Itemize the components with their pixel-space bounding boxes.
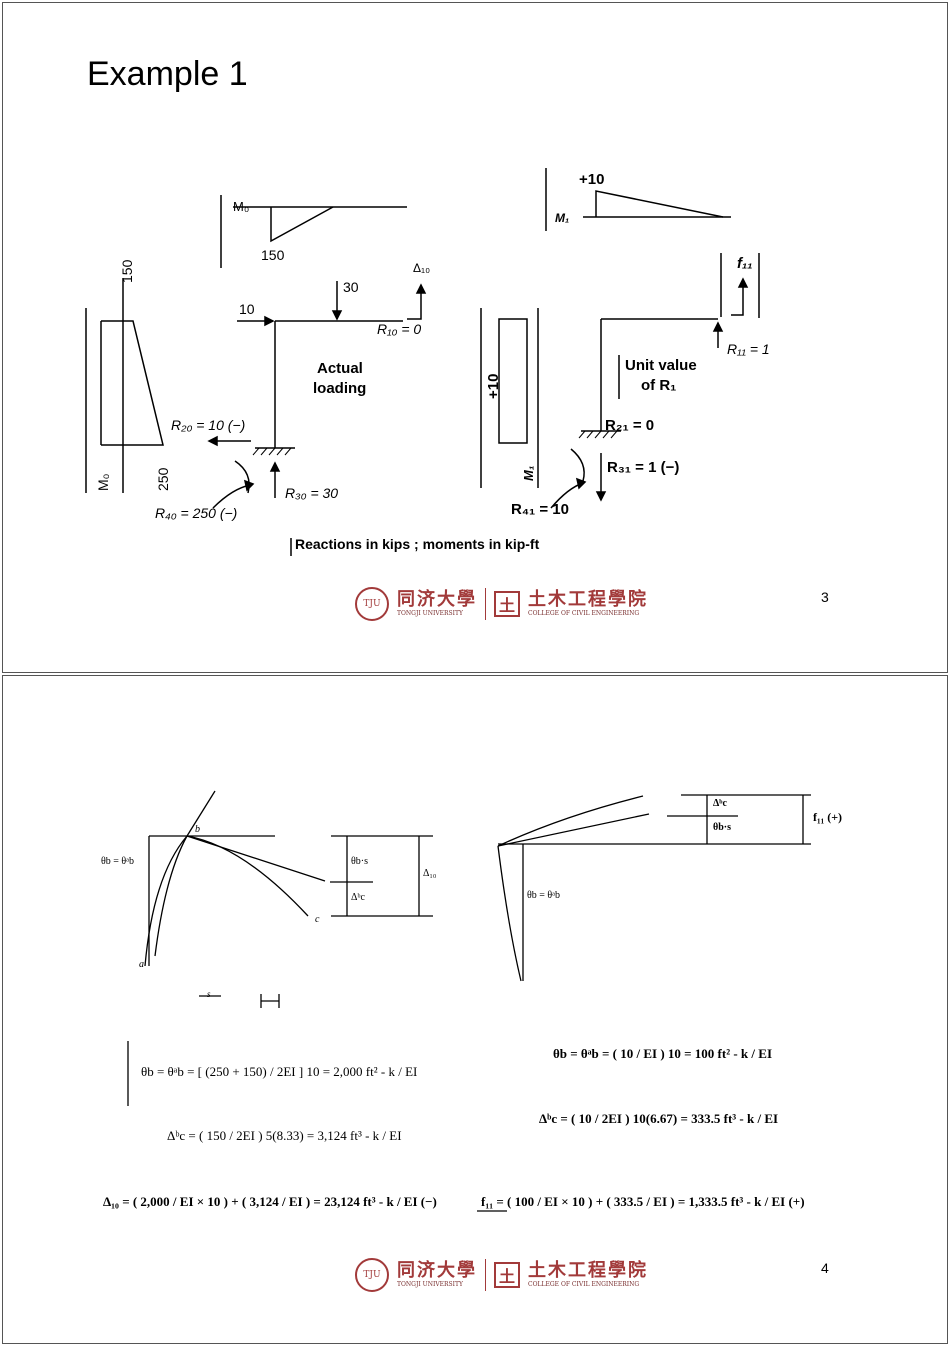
actual-label: Actual [317,360,363,377]
point-c-label: c [315,914,320,925]
r11-label: R₁₁ = 1 [727,341,770,357]
footer-logo: TJU 同济大學 TONGJI UNIVERSITY 土 土木工程學院 COLL… [355,1258,648,1292]
deflected-beam [497,795,644,847]
delta-cb-label: Δᵇc [351,892,365,903]
caption: Reactions in kips ; moments in kip-ft [295,536,540,552]
load-30-label: 30 [343,279,359,295]
university-name: 同济大學 TONGJI UNIVERSITY [397,589,477,618]
moment-trapezoid [101,320,164,446]
equation-delta10: Δ₁₀ = ( 2,000 / EI × 10 ) + ( 3,124 / EI… [103,1194,437,1209]
page-number: 4 [821,1260,829,1276]
delta-cb-right-label: Δᵇc [713,798,727,809]
delta10-label: Δ₁₀ [423,868,437,879]
theta-s-right-label: θb·s [713,822,732,833]
r21-label: R₂₁ = 0 [605,417,655,434]
moment-triangle [595,190,724,218]
point-a-label: a [139,959,144,970]
m0-left-value: 150 [119,259,135,283]
loading-label: loading [313,380,367,397]
s-label: s [207,989,211,999]
college-name: 土木工程學院 COLLEGE OF CIVIL ENGINEERING [528,1260,648,1289]
tangent-line [186,835,326,882]
load-10-label: 10 [239,301,255,317]
r31-label: R₃₁ = 1 (−) [607,459,680,476]
m0-top-value: 150 [261,247,285,263]
tangent-line [186,790,216,837]
f11-arrow [731,281,744,316]
tongji-seal-icon: TJU [355,1258,389,1292]
tangent-line [497,813,650,847]
theta-b-right-label: θb = θᵃb [527,890,560,901]
f11-label: f₁₁ [737,255,753,272]
f11-right-label: f₁₁ (+) [813,810,843,824]
logo-divider [485,1259,486,1291]
r40-label: R₄₀ = 250 (−) [155,505,238,521]
r20-label: R₂₀ = 10 (−) [171,417,246,433]
footer-logo: TJU 同济大學 TONGJI UNIVERSITY 土 土木工程學院 COLL… [355,587,648,621]
moment-rect [498,318,528,444]
r10-label: R₁₀ = 0 [377,321,422,337]
page-number: 3 [821,589,829,605]
equation-theta-b-left: θb = θᵃb = [ (250 + 150) / 2EI ] 10 = 2,… [141,1064,418,1079]
logo-divider [485,588,486,620]
university-name: 同济大學 TONGJI UNIVERSITY [397,1260,477,1289]
college-icon: 土 [494,591,520,617]
theta-b-label: θb = θᵃb [101,856,134,867]
slide-title: Example 1 [87,55,248,93]
delta10-label: Δ₁₀ [413,261,431,275]
m0-left-label: M₀ [95,473,111,491]
moment-arrow [570,448,585,482]
equation-delta-cb-right: Δᵇc = ( 10 / 2EI ) 10(6.67) = 333.5 ft³ … [539,1111,779,1126]
r30-label: R₃₀ = 30 [285,485,339,501]
deflected-column [144,835,188,967]
m1-left-label: M₁ [521,465,536,481]
deflected-column [497,845,522,982]
r41-label: R₄₁ = 10 [511,501,569,518]
tongji-seal-icon: TJU [355,587,389,621]
equation-theta-b-right: θb = θᵃb = ( 10 / EI ) 10 = 100 ft² - k … [553,1046,773,1061]
slide-4: b a c θb = θᵃb θb·s Δᵇc Δ₁₀ s θb = θᵃb Δ… [2,675,948,1344]
deflection-diagram [127,790,811,1212]
point-b-label: b [195,824,200,835]
of-r1-label: of R₁ [641,377,677,394]
m0-top-label: M₀ [233,199,250,214]
m1-top-label: M₁ [555,211,570,225]
unit-value-label: Unit value [625,357,697,374]
slide-3: Example 1 [2,2,948,673]
moment-arrow [234,460,250,494]
moment-triangle [270,206,334,243]
structure-diagram-1 [85,168,760,556]
deflected-beam [186,835,309,917]
theta-s-label: θb·s [351,856,369,867]
college-name: 土木工程學院 COLLEGE OF CIVIL ENGINEERING [528,589,648,618]
m1-top-value: +10 [579,171,605,188]
m0-left-bottom-value: 250 [155,467,171,491]
equation-f11: f₁₁ = ( 100 / EI × 10 ) + ( 333.5 / EI )… [481,1194,805,1209]
college-icon: 土 [494,1262,520,1288]
delta-arrow [407,287,422,320]
m1-left-value: +10 [485,373,502,399]
equation-delta-cb-left: Δᵇc = ( 150 / 2EI ) 5(8.33) = 3,124 ft³ … [167,1128,402,1143]
